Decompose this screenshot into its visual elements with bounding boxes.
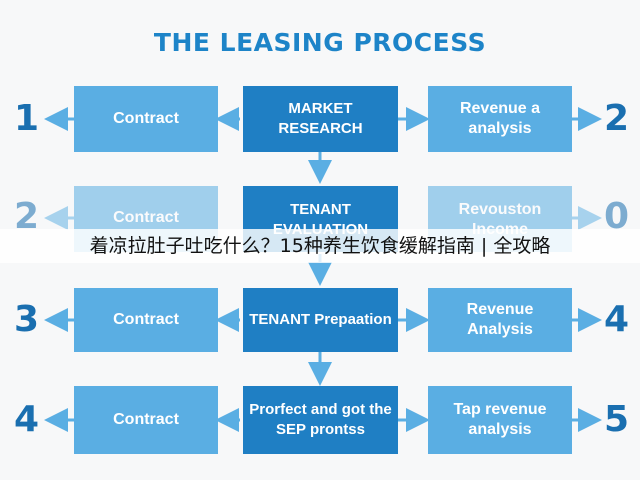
contract-box-row4: Contract [74, 386, 218, 454]
revenue-analysis-box-row3: Revenue Analysis [428, 288, 572, 352]
overlay-caption: 着凉拉肚子吐吃什么？15种养生饮食缓解指南 | 全攻略 [0, 229, 640, 263]
contract-box-row3: Contract [74, 288, 218, 352]
perfect-sep-box: Prorfect and got the SEP prontss [243, 386, 398, 454]
step-number-5-right: 5 [604, 399, 630, 440]
step-number-1-left: 1 [14, 98, 40, 139]
step-number-1-right: 2 [604, 98, 630, 139]
contract-box-row1: Contract [74, 86, 218, 152]
step-number-4-left: 4 [14, 399, 40, 440]
step-number-3-left: 3 [14, 299, 40, 340]
diagram-title: THE LEASING PROCESS [153, 28, 487, 57]
revenue-analysis-box-row1: Revenue a analysis [428, 86, 572, 152]
revenue-analysis-box-row4: Tap revenue analysis [428, 386, 572, 454]
market-research-box: MARKET RESEARCH [243, 86, 398, 152]
step-number-4-right: 4 [604, 299, 630, 340]
tenant-preparation-box: TENANT Prepaation [243, 288, 398, 352]
step-number-2-left: 2 [14, 196, 40, 237]
step-number-2-right: 0 [604, 196, 630, 237]
